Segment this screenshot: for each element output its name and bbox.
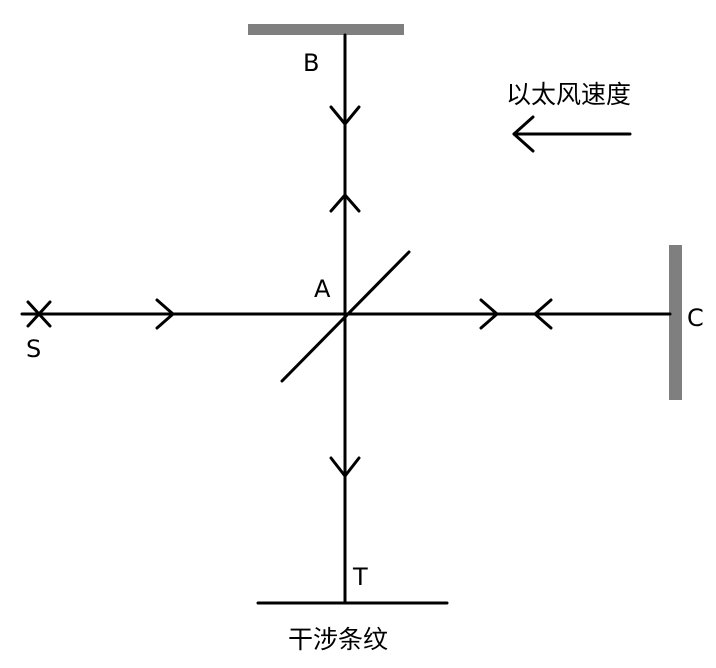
arrow-source-right bbox=[155, 298, 175, 330]
mirror-c bbox=[669, 245, 682, 400]
fringes-label: 干涉条纹 bbox=[288, 625, 388, 654]
mirror-b bbox=[248, 24, 404, 35]
label-t: T bbox=[352, 563, 368, 591]
ether-wind-arrow bbox=[512, 115, 632, 153]
ether-wind-label: 以太风速度 bbox=[506, 80, 631, 109]
label-a: A bbox=[314, 275, 331, 303]
arrow-from-b-up bbox=[329, 193, 361, 213]
arrow-after-a-right bbox=[479, 298, 499, 330]
beam-splitter bbox=[280, 250, 411, 383]
arrow-to-t-down bbox=[329, 456, 361, 478]
source-marker bbox=[26, 300, 52, 328]
label-s: S bbox=[26, 335, 41, 363]
arrow-from-c-left bbox=[533, 298, 553, 330]
arrow-to-b-down bbox=[329, 105, 361, 126]
label-b: B bbox=[303, 49, 319, 77]
label-c: C bbox=[687, 304, 704, 332]
